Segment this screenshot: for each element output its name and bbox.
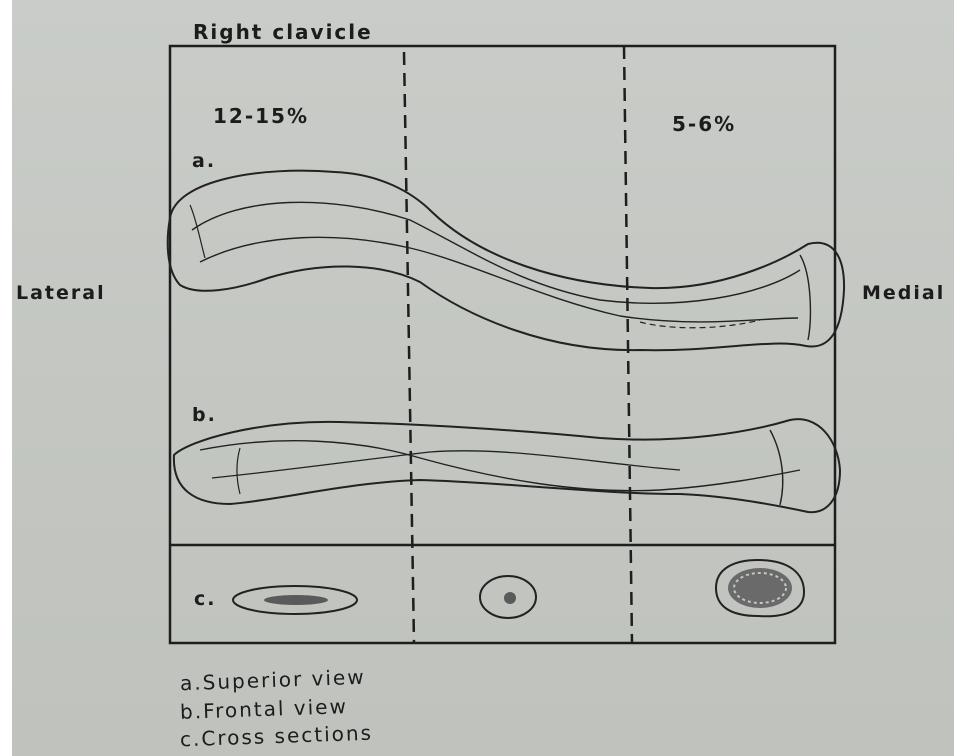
diagram-title: Right clavicle [193,20,373,44]
cross-section-medial [716,560,804,616]
panel-letter-b: b. [192,404,217,426]
panel-letter-c: c. [194,588,216,610]
region-divider-medial [624,46,632,643]
medial-side-label: Medial [862,282,945,304]
lateral-side-label: Lateral [16,282,106,304]
lateral-fracture-percentage: 12-15% [213,104,309,128]
medial-fracture-percentage: 5-6% [672,112,736,136]
superior-view-bone [168,171,844,351]
panel-letter-a: a. [192,150,216,172]
cross-section-lateral [233,586,357,614]
region-divider-lateral [404,52,414,643]
frontal-view-bone [174,419,840,512]
cross-section-middle [480,576,536,618]
